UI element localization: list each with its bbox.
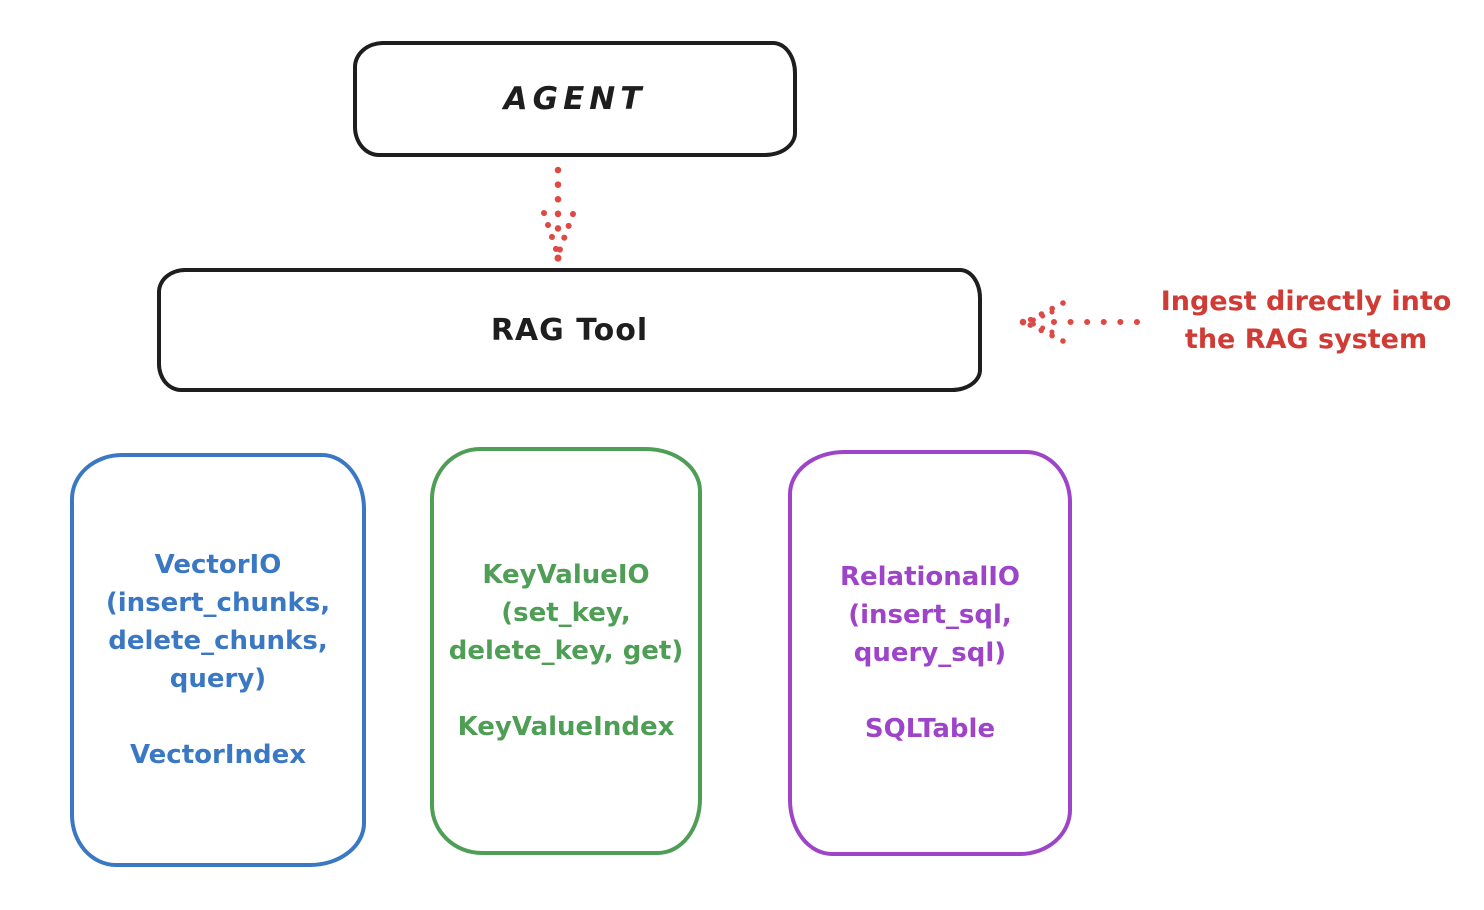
relational-io-line: (insert_sql, bbox=[848, 600, 1012, 630]
keyvalue-io-line: KeyValueIO bbox=[482, 560, 650, 590]
relational-io-line: query_sql) bbox=[853, 638, 1007, 668]
relational-io-line: RelationalIO bbox=[839, 562, 1021, 592]
rag-tool-node: RAG Tool bbox=[157, 268, 982, 392]
relational-io-methods: RelationalIO (insert_sql, query_sql) bbox=[840, 558, 1020, 672]
vector-io-line: VectorIO bbox=[154, 550, 282, 580]
vector-io-line: query) bbox=[169, 664, 267, 694]
ingest-annotation-line2: the RAG system bbox=[1184, 324, 1428, 355]
keyvalue-io-methods: KeyValueIO (set_key, delete_key, get) bbox=[449, 556, 684, 670]
vector-index-label: VectorIndex bbox=[129, 740, 307, 770]
vector-io-line: (insert_chunks, bbox=[105, 588, 331, 618]
sql-table-label: SQLTable bbox=[864, 714, 996, 744]
keyvalue-io-line: delete_key, get) bbox=[448, 636, 684, 666]
keyvalue-index-label: KeyValueIndex bbox=[457, 712, 675, 742]
ingest-annotation: Ingest directly into the RAG system bbox=[1128, 283, 1484, 359]
keyvalue-io-node: KeyValueIO (set_key, delete_key, get) Ke… bbox=[430, 447, 702, 855]
keyvalue-io-line: (set_key, bbox=[501, 598, 631, 628]
relational-io-node: RelationalIO (insert_sql, query_sql) SQL… bbox=[788, 450, 1072, 856]
vector-io-methods: VectorIO (insert_chunks, delete_chunks, … bbox=[106, 546, 330, 698]
agent-node: AGENT bbox=[353, 41, 797, 157]
agent-to-rag-arrow bbox=[541, 166, 576, 262]
vector-io-line: delete_chunks, bbox=[108, 626, 328, 656]
ingest-annotation-line1: Ingest directly into bbox=[1160, 286, 1452, 317]
rag-tool-node-label: RAG Tool bbox=[490, 312, 649, 348]
vector-io-node: VectorIO (insert_chunks, delete_chunks, … bbox=[70, 453, 366, 867]
ingest-arrow bbox=[1019, 300, 1140, 344]
agent-node-label: AGENT bbox=[503, 81, 647, 117]
